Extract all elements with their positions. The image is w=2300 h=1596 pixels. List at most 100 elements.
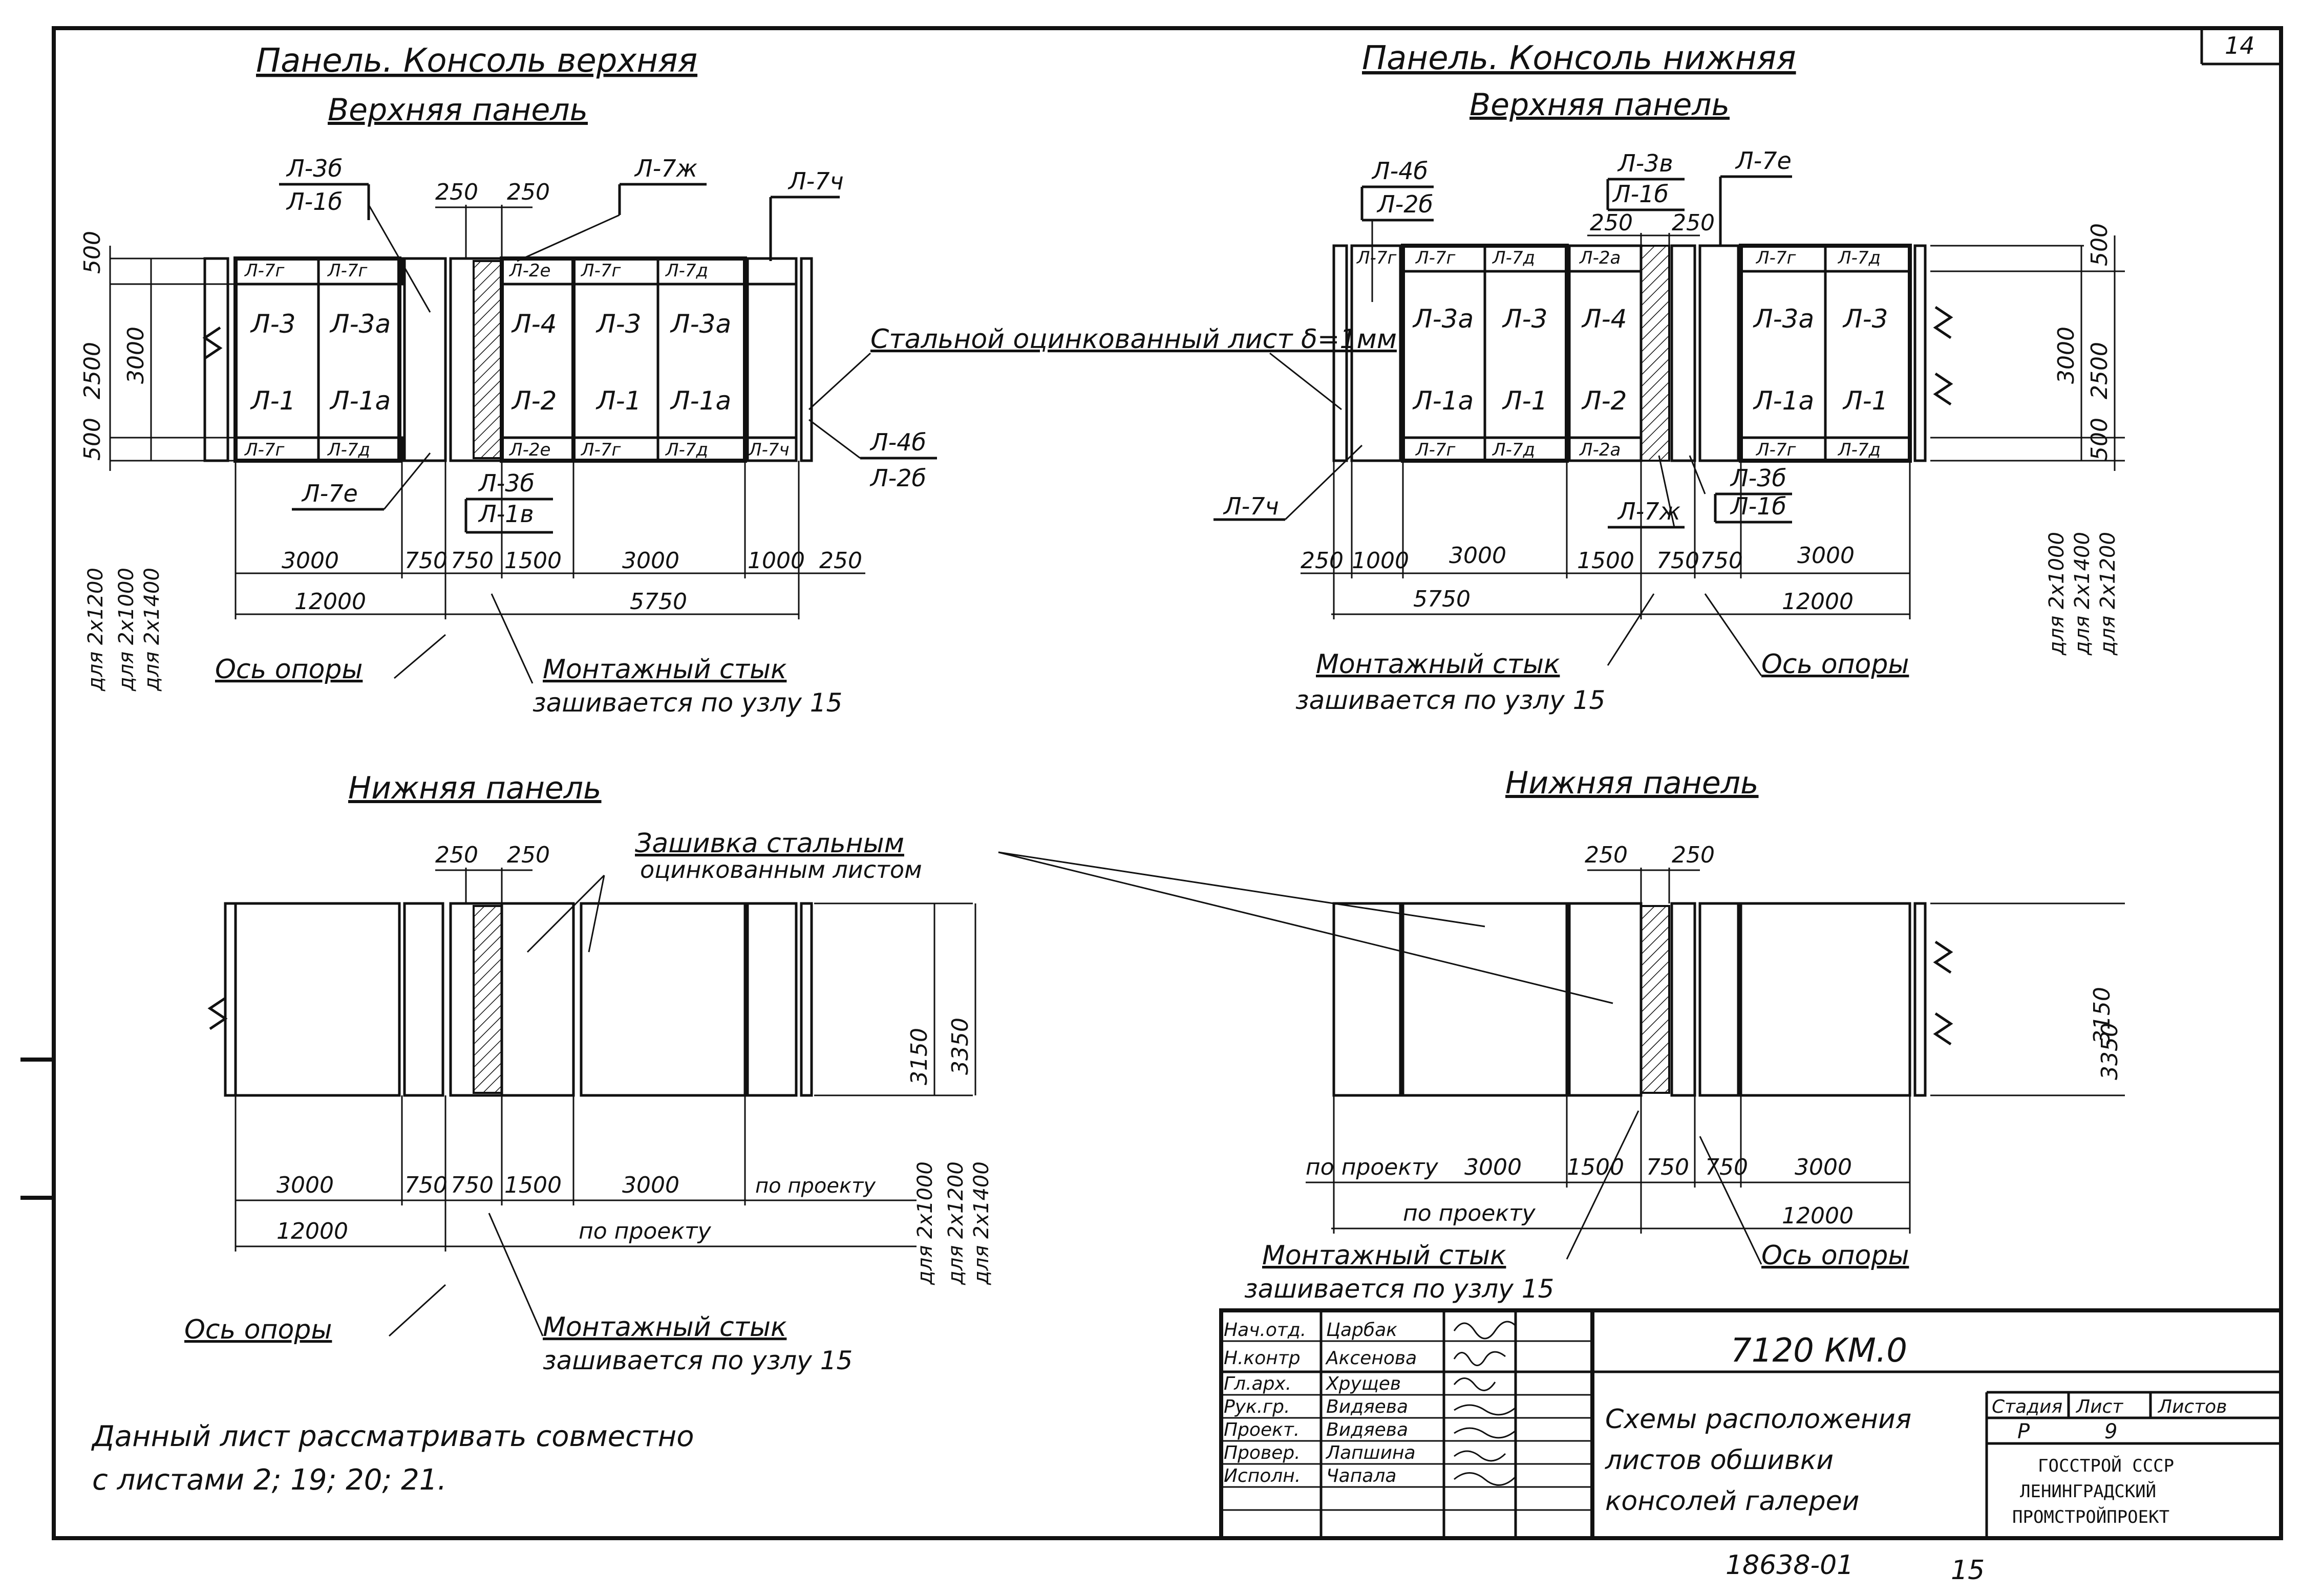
- left-upper-panel: [110, 256, 813, 463]
- right-upper-title: Верхняя панель: [1470, 87, 1730, 123]
- dim: 500: [2086, 418, 2113, 461]
- right-joint-note: зашивается по узлу 15: [1295, 685, 1605, 715]
- sheet-value: 9: [2104, 1420, 2117, 1443]
- dim: по проекту: [579, 1218, 712, 1244]
- role: Гл.арх.: [1224, 1373, 1291, 1394]
- cell-label: Л-7г: [580, 261, 621, 281]
- cell-label: Л-1а: [329, 386, 391, 416]
- dim: 5750: [630, 589, 687, 615]
- org-line: ЛЕНИНГРАДСКИЙ: [2020, 1481, 2156, 1502]
- callout: Л-7ч: [787, 167, 844, 195]
- cell-label: Л-7г: [580, 440, 621, 460]
- person: Лапшина: [1325, 1442, 1416, 1463]
- callout: Л-4б: [869, 428, 926, 456]
- dim: по проекту: [1306, 1154, 1439, 1180]
- dim: 750: [1646, 1154, 1689, 1180]
- callout: Л-3б: [286, 155, 343, 182]
- right-lower-axis-label: Ось опоры: [1761, 1240, 1909, 1271]
- cell-label: Л-3: [1502, 304, 1547, 334]
- callout: Л-1б: [286, 188, 343, 215]
- person: Видяева: [1326, 1419, 1408, 1440]
- cell-label: Л-3а: [1753, 304, 1814, 334]
- cell-label: Л-7г: [244, 261, 285, 281]
- dim: 250: [1585, 842, 1628, 868]
- description-line: листов обшивки: [1605, 1445, 1834, 1476]
- dim: 1000: [748, 548, 805, 574]
- right-axis-label: Ось опоры: [1761, 649, 1909, 680]
- callout: Л-2б: [1376, 190, 1433, 218]
- cell-label: Л-7д: [327, 440, 370, 460]
- title-block: [1219, 1308, 2283, 1540]
- dim: 1500: [504, 1172, 562, 1198]
- role: Нач.отд.: [1224, 1320, 1306, 1341]
- role: Рук.гр.: [1224, 1396, 1290, 1417]
- dim: 250: [507, 179, 550, 205]
- cell-label: Л-1: [250, 386, 295, 416]
- dim: 3350: [947, 1018, 973, 1075]
- cell-label: Л-1: [1502, 386, 1547, 416]
- cell-label: Л-7д: [665, 440, 708, 460]
- cell-label: Л-1а: [1753, 386, 1814, 416]
- dim: 3000: [2053, 327, 2079, 384]
- dim: 500: [2086, 223, 2113, 266]
- dim: 3150: [906, 1028, 932, 1085]
- dim: 1000: [1352, 548, 1409, 574]
- cell-label: Л-7г: [1755, 248, 1796, 268]
- right-title: Панель. Консоль нижняя: [1362, 39, 1796, 77]
- dim: 3150: [2089, 987, 2115, 1044]
- dim-note: для 2х1200: [84, 568, 108, 692]
- dim: 500: [79, 231, 105, 274]
- dim: 750: [404, 548, 448, 574]
- cell-label: Л-2е: [508, 440, 550, 460]
- cell-label: Л-7г: [327, 261, 368, 281]
- cell-label: Л-3: [1842, 304, 1888, 334]
- cell-label: Л-3а: [1412, 304, 1474, 334]
- cell-label: Л-7д: [1492, 248, 1535, 268]
- dim: 2500: [2086, 342, 2113, 399]
- dim: 5750: [1413, 586, 1471, 612]
- dim: по проекту: [755, 1174, 876, 1198]
- callout: Л-3в: [1617, 149, 1673, 177]
- right-upper-panel: [1332, 244, 2125, 463]
- dim: 250: [435, 842, 478, 868]
- dim: 12000: [294, 589, 366, 615]
- dim: 3000: [1797, 543, 1855, 569]
- cell-label: Л-3: [250, 309, 295, 339]
- doc-code: 7120 КМ.0: [1731, 1332, 1907, 1370]
- dim: 12000: [276, 1218, 348, 1244]
- cell-label: Л-3а: [670, 309, 731, 339]
- sheet-frame: [52, 26, 2283, 1540]
- cell-label: Л-3а: [329, 309, 391, 339]
- role: Н.контр: [1224, 1348, 1301, 1369]
- cell-label: Л-1а: [1412, 386, 1474, 416]
- dim-note: для 2х1400: [970, 1161, 993, 1285]
- sheet-label: Лист: [2075, 1396, 2123, 1417]
- dim: 3000: [276, 1172, 334, 1198]
- dim: 750: [1700, 548, 1743, 574]
- callout: Л-7е: [1735, 147, 1792, 175]
- dim: 3000: [622, 548, 679, 574]
- person: Хрущев: [1325, 1373, 1401, 1394]
- dim: 500: [79, 418, 105, 461]
- dim: 12000: [1782, 589, 1854, 615]
- archive-page: 15: [1951, 1555, 1985, 1586]
- cell-label: Л-7д: [1837, 440, 1881, 460]
- cell-label: Л-1: [1842, 386, 1888, 416]
- cell-label: Л-4: [511, 309, 557, 339]
- left-lower-title: Нижняя панель: [348, 770, 602, 806]
- dim: 3000: [622, 1172, 679, 1198]
- left-title: Панель. Консоль верхняя: [256, 42, 697, 80]
- cell-label: Л-2е: [508, 261, 550, 281]
- left-lower-panel: [207, 902, 813, 1097]
- cell-label: Л-7д: [1837, 248, 1881, 268]
- footnote-1: Данный лист рассматривать совместно: [91, 1420, 694, 1453]
- cell-label: Л-2а: [1579, 440, 1621, 460]
- dim: 12000: [1782, 1203, 1854, 1229]
- stage-value: Р: [2017, 1420, 2030, 1443]
- dim-note: для 2х1000: [2045, 532, 2069, 656]
- dim: 1500: [1577, 548, 1634, 574]
- left-lower-axis-label: Ось опоры: [184, 1314, 332, 1345]
- sheets-label: Листов: [2157, 1396, 2227, 1417]
- right-lower-title: Нижняя панель: [1505, 765, 1759, 801]
- org-line: ГОССТРОЙ СССР: [2038, 1455, 2174, 1476]
